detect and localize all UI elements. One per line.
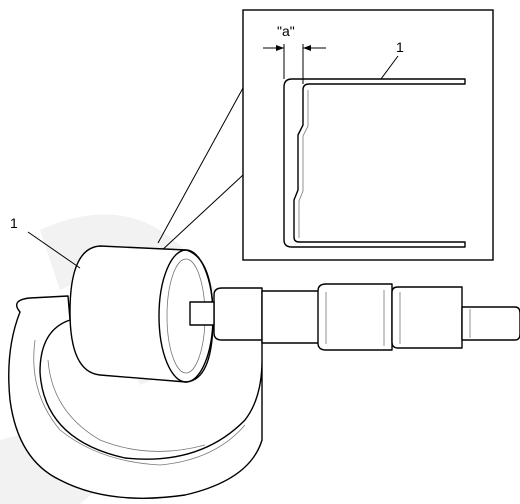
micrometer-sleeve bbox=[213, 287, 263, 341]
dimension-a-label: "a" bbox=[277, 23, 295, 39]
micrometer-ratchet bbox=[391, 286, 463, 349]
inset-callout-leader bbox=[380, 55, 399, 80]
inset-part-number: 1 bbox=[396, 39, 404, 55]
dimension-a: "a" bbox=[263, 23, 326, 84]
micrometer-sleeve-body bbox=[261, 290, 321, 344]
micrometer-frame bbox=[8, 295, 263, 499]
cylindrical-part bbox=[69, 245, 215, 383]
inset-leader-lower bbox=[159, 174, 244, 253]
inset-view: "a" 1 bbox=[157, 9, 494, 261]
micrometer-end-cap bbox=[461, 306, 520, 341]
main-callout-leader bbox=[27, 231, 81, 269]
micrometer-thimble bbox=[317, 283, 393, 351]
main-part-number: 1 bbox=[10, 215, 18, 231]
part-cross-section bbox=[283, 78, 466, 248]
inset-leader-upper bbox=[157, 87, 244, 244]
